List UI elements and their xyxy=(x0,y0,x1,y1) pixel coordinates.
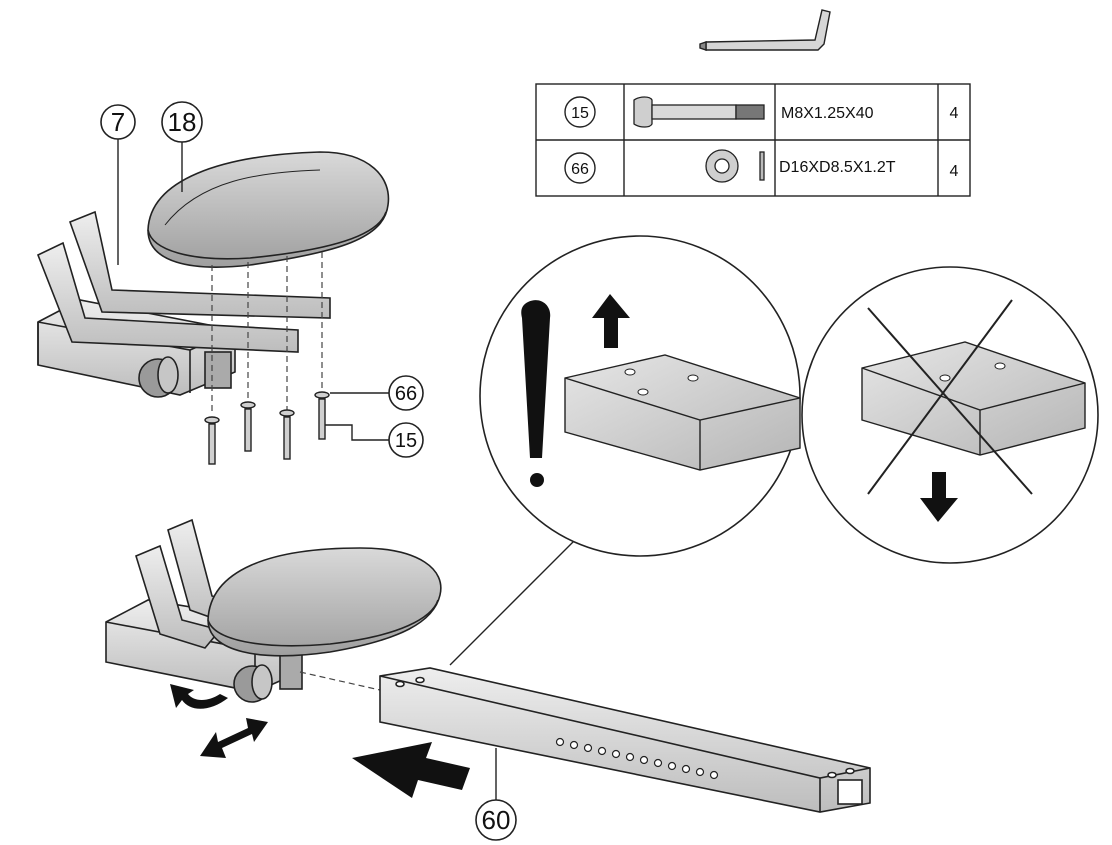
exploded-seat-assembly xyxy=(36,210,331,398)
callout-label: 18 xyxy=(168,107,197,137)
allen-key-icon xyxy=(699,9,831,51)
insert-guide-line xyxy=(299,671,381,691)
slide-double-arrow-icon xyxy=(200,718,268,758)
parts-table: 15 M8X1.25X40 4 66 D16XD8.5X1.2T 4 xyxy=(535,83,971,197)
part-ref: 66 xyxy=(571,161,589,178)
arrow-up-icon xyxy=(592,294,630,348)
bolts-group xyxy=(204,391,330,465)
alignment-lines xyxy=(211,252,323,415)
washer-icon xyxy=(705,149,765,183)
bolt-icon xyxy=(279,409,295,460)
part-spec: M8X1.25X40 xyxy=(781,105,874,122)
part-spec: D16XD8.5X1.2T xyxy=(779,159,896,176)
bolt-icon xyxy=(633,96,765,128)
bolt-icon xyxy=(240,401,256,452)
warning-marker xyxy=(521,300,551,487)
push-arrow-icon xyxy=(352,742,470,798)
seat-cushion xyxy=(147,151,390,268)
part-qty: 4 xyxy=(950,163,959,180)
detail-correct xyxy=(449,235,801,666)
callout-18: 18 xyxy=(161,101,203,143)
callout-15: 15 xyxy=(388,422,424,458)
part-ref: 15 xyxy=(571,105,589,122)
assembled-seat xyxy=(105,518,442,703)
callout-label: 7 xyxy=(111,107,125,137)
rail-tube xyxy=(379,667,871,813)
seat-post-rear xyxy=(68,210,331,319)
bolt-icon xyxy=(204,416,220,465)
callout-label: 66 xyxy=(395,383,417,405)
parts-row: 15 M8X1.25X40 4 xyxy=(564,96,959,128)
callout-leaders xyxy=(117,138,389,441)
arrow-down-icon xyxy=(920,472,958,522)
callout-7: 7 xyxy=(100,104,136,140)
rotate-arrow-icon xyxy=(170,684,228,709)
part-qty: 4 xyxy=(950,105,959,122)
rail-holes xyxy=(555,737,719,780)
callout-60: 60 xyxy=(475,799,517,841)
callout-label: 15 xyxy=(395,430,417,452)
parts-row: 66 D16XD8.5X1.2T 4 xyxy=(564,149,959,184)
bolt-icon xyxy=(314,391,330,440)
detail-wrong xyxy=(801,266,1099,564)
cross-icon xyxy=(867,299,1033,495)
seat-post-front xyxy=(36,241,299,353)
callout-label: 60 xyxy=(482,805,511,835)
callout-66: 66 xyxy=(388,375,424,411)
